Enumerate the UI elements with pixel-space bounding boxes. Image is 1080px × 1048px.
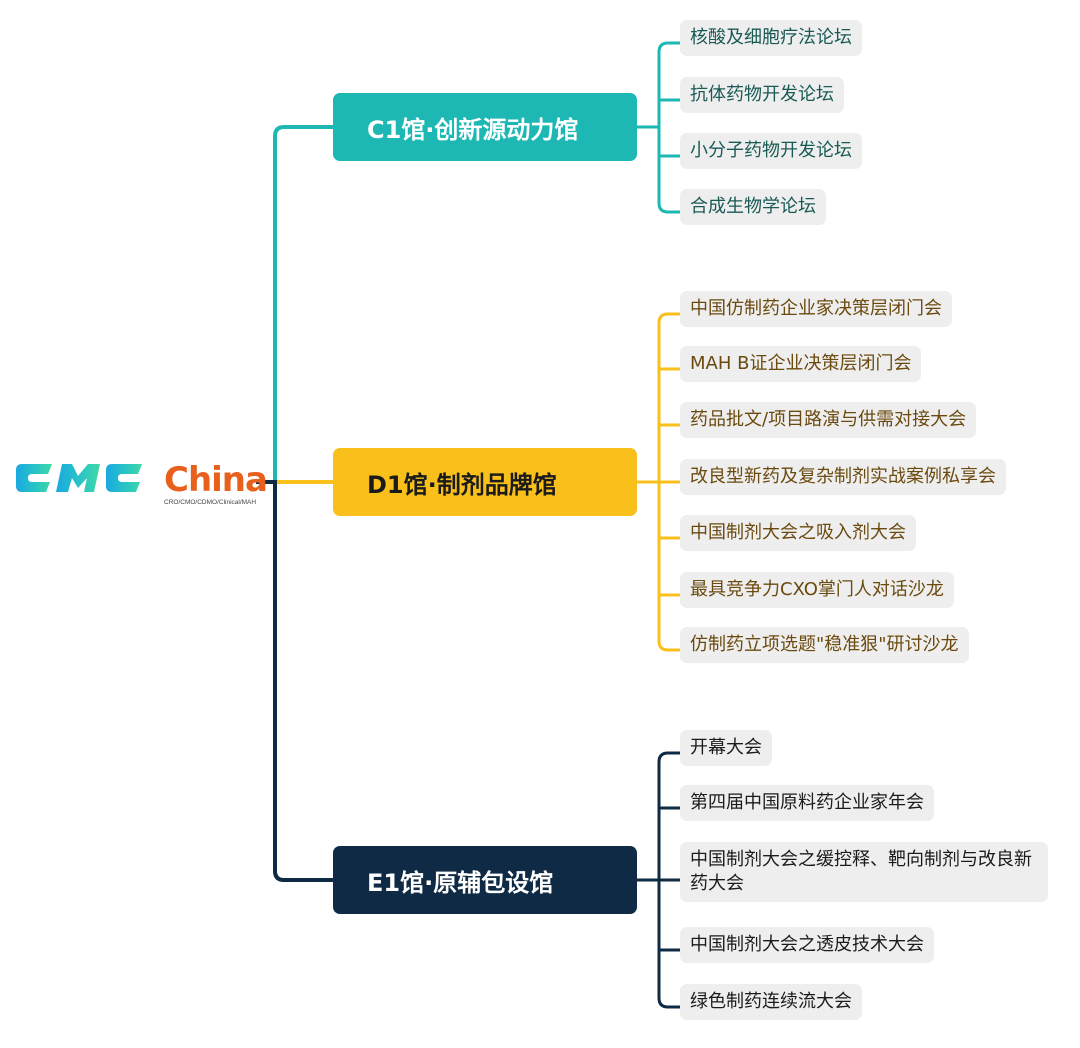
forum-node: 开幕大会 xyxy=(680,730,772,766)
forum-node: 抗体药物开发论坛 xyxy=(680,77,844,113)
forum-node: 中国制剂大会之缓控释、靶向制剂与改良新药大会 xyxy=(680,842,1048,902)
e1-branch-connectors xyxy=(637,751,680,1009)
forum-node: 最具竞争力CXO掌门人对话沙龙 xyxy=(680,572,954,608)
forum-node: 中国仿制药企业家决策层闭门会 xyxy=(680,291,952,327)
d1-branch-connectors xyxy=(637,312,680,652)
logo-china-text: China xyxy=(164,460,268,500)
forum-node: 中国制剂大会之吸入剂大会 xyxy=(680,515,916,551)
hall-d1-node: D1馆·制剂品牌馆 xyxy=(333,448,637,516)
forum-node: 合成生物学论坛 xyxy=(680,189,826,225)
cmc-china-logo: China CRO/CMO/CDMO/Clinical/MAH xyxy=(14,456,268,514)
forum-node: 仿制药立项选题"稳准狠"研讨沙龙 xyxy=(680,627,969,663)
forum-node: 药品批文/项目路演与供需对接大会 xyxy=(680,402,977,438)
forum-node: 绿色制药连续流大会 xyxy=(680,984,862,1020)
forum-node: 第四届中国原料药企业家年会 xyxy=(680,785,934,821)
root-to-c1-connector xyxy=(256,125,334,484)
logo-tagline: CRO/CMO/CDMO/Clinical/MAH xyxy=(164,499,257,506)
forum-node: 小分子药物开发论坛 xyxy=(680,133,862,169)
cmc-logo-mark xyxy=(16,464,142,492)
forum-node: 核酸及细胞疗法论坛 xyxy=(680,20,862,56)
forum-node: 中国制剂大会之透皮技术大会 xyxy=(680,927,934,963)
hall-c1-node: C1馆·创新源动力馆 xyxy=(333,93,637,161)
hall-e1-node: E1馆·原辅包设馆 xyxy=(333,846,637,914)
root-to-e1-connector xyxy=(256,480,334,882)
c1-branch-connectors xyxy=(637,41,680,214)
forum-node: 改良型新药及复杂制剂实战案例私享会 xyxy=(680,459,1006,495)
forum-node: MAH B证企业决策层闭门会 xyxy=(680,346,922,382)
